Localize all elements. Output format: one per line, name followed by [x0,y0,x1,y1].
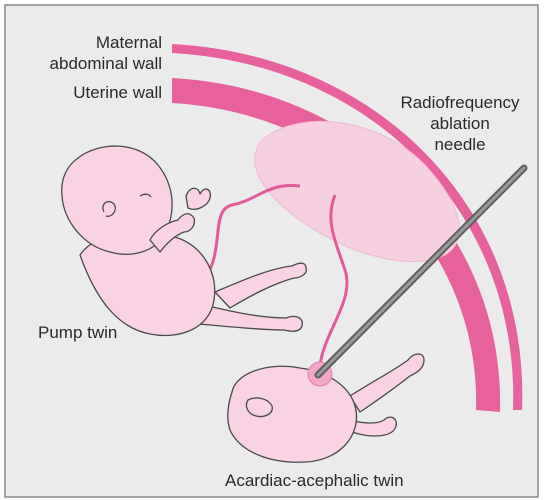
pump-twin-label: Pump twin [38,322,117,343]
uterine-wall-label: Uterine wall [40,82,162,103]
maternal-abdominal-wall-label-line1: Maternal [40,32,162,53]
needle-label: Radiofrequency ablation needle [385,92,535,155]
needle-label-line2: ablation [385,113,535,134]
needle-label-line1: Radiofrequency [385,92,535,113]
acardiac-twin-label: Acardiac-acephalic twin [225,470,404,491]
maternal-abdominal-wall-label-line2: abdominal wall [40,53,162,74]
needle-label-line3: needle [385,134,535,155]
maternal-abdominal-wall-label: Maternal abdominal wall [40,32,162,74]
